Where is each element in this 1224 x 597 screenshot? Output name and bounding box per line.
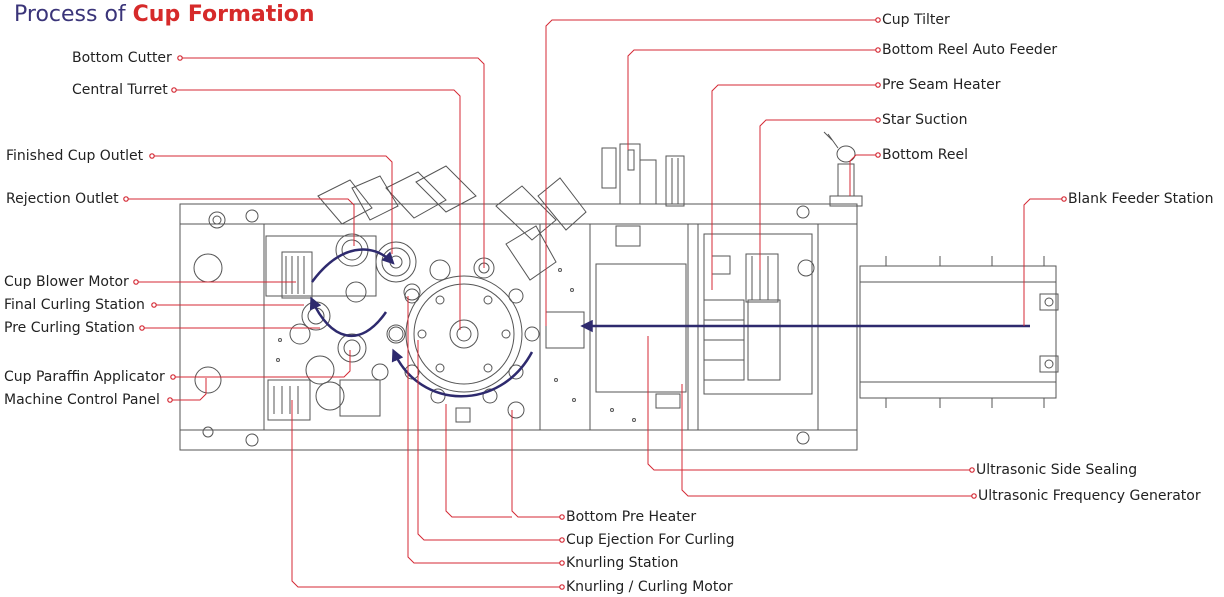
label-final-curling-station: Final Curling Station bbox=[4, 297, 145, 313]
frame-bottom-rail bbox=[179, 429, 858, 451]
label-pre-seam-heater: Pre Seam Heater bbox=[882, 77, 1001, 93]
leader-bottom-pre-heater-2 bbox=[445, 404, 512, 518]
leader-ultrasonic-side-sealing bbox=[647, 336, 972, 471]
label-knurling-curling-motor: Knurling / Curling Motor bbox=[566, 579, 733, 595]
leader-finished-cup-outlet bbox=[152, 155, 393, 254]
page-title: Process of Cup Formation bbox=[14, 2, 315, 27]
title-highlight: Cup Formation bbox=[132, 2, 315, 27]
left-panel bbox=[179, 223, 265, 431]
leader-star-suction bbox=[759, 119, 878, 270]
leader-bottom-cutter bbox=[180, 57, 485, 268]
label-cup-paraffin-applicator: Cup Paraffin Applicator bbox=[4, 369, 165, 385]
leader-cup-tilter bbox=[545, 19, 878, 326]
label-finished-cup-outlet: Finished Cup Outlet bbox=[6, 148, 144, 164]
leader-ultrasonic-frequency-generator bbox=[681, 384, 974, 497]
flow-arrows bbox=[309, 248, 1030, 398]
top-station-blocks bbox=[317, 165, 587, 281]
central-turret bbox=[405, 275, 523, 393]
ultrasonic-side-sealing-unit bbox=[595, 263, 687, 393]
label-bottom-reel-auto-feeder: Bottom Reel Auto Feeder bbox=[882, 42, 1058, 58]
leader-dots bbox=[123, 17, 1067, 590]
knurling-curling-motor bbox=[267, 379, 311, 421]
leader-rejection-outlet bbox=[126, 198, 355, 246]
leader-lines bbox=[126, 19, 1064, 588]
label-pre-curling-station: Pre Curling Station bbox=[4, 320, 135, 336]
leader-cup-paraffin-applicator bbox=[173, 350, 351, 378]
frame-top-rail bbox=[179, 203, 858, 225]
label-ultrasonic-side-sealing: Ultrasonic Side Sealing bbox=[976, 462, 1138, 478]
label-bottom-pre-heater: Bottom Pre Heater bbox=[566, 509, 697, 525]
leader-cup-ejection-for-curling bbox=[417, 340, 562, 541]
label-cup-tilter: Cup Tilter bbox=[882, 12, 950, 28]
label-ultrasonic-frequency-generator: Ultrasonic Frequency Generator bbox=[978, 488, 1201, 504]
leader-bottom-pre-heater bbox=[511, 410, 562, 518]
label-central-turret: Central Turret bbox=[72, 82, 168, 98]
leader-blank-feeder-station bbox=[1023, 198, 1064, 326]
label-star-suction: Star Suction bbox=[882, 112, 968, 128]
leader-machine-control-panel bbox=[170, 378, 207, 401]
blank-feeder-conveyor bbox=[859, 256, 1059, 408]
label-blank-feeder-station: Blank Feeder Station bbox=[1068, 191, 1214, 207]
flow-arrow-curling bbox=[309, 296, 388, 338]
leader-knurling-curling-motor bbox=[291, 400, 562, 588]
leader-knurling-station bbox=[407, 296, 562, 564]
label-machine-control-panel: Machine Control Panel bbox=[4, 392, 160, 408]
bottom-reel-auto-feeder bbox=[601, 143, 685, 207]
label-knurling-station: Knurling Station bbox=[566, 555, 679, 571]
cup-blower-motor bbox=[281, 251, 313, 299]
leader-pre-seam-heater bbox=[711, 84, 878, 290]
label-cup-ejection-for-curling: Cup Ejection For Curling bbox=[566, 532, 735, 548]
title-prefix: Process of bbox=[14, 2, 126, 27]
label-rejection-outlet: Rejection Outlet bbox=[6, 191, 119, 207]
flow-arrow-turret bbox=[391, 348, 534, 398]
label-bottom-reel: Bottom Reel bbox=[882, 147, 969, 163]
machine-drawing bbox=[179, 131, 1059, 451]
leader-bottom-reel bbox=[849, 154, 878, 196]
bottom-reel-tower bbox=[823, 131, 863, 207]
star-suction-reel bbox=[745, 253, 779, 303]
label-cup-blower-motor: Cup Blower Motor bbox=[4, 274, 129, 290]
leader-central-turret bbox=[174, 89, 461, 330]
leader-bottom-reel-auto-feeder bbox=[627, 49, 878, 150]
label-bottom-cutter: Bottom Cutter bbox=[72, 50, 172, 66]
flow-arrow-outlet bbox=[310, 248, 395, 283]
